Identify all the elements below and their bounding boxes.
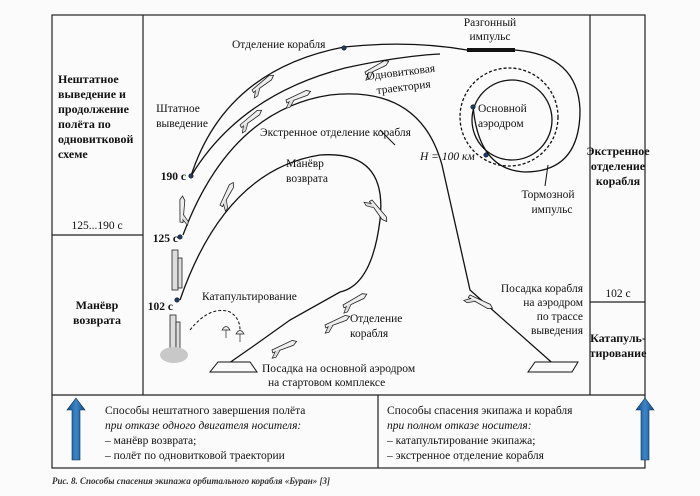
landing-main-label: Посадка на основной аэродром: [262, 363, 416, 375]
brake-impulse-label: импульс: [532, 204, 573, 216]
bottom-left-subtitle: при отказе одного двигателя носителя:: [105, 420, 301, 432]
t125-label: 125 с: [153, 233, 178, 245]
airfield-circle: [471, 79, 553, 161]
altitude-circle: [459, 67, 559, 167]
landing-route-label: по трассе: [537, 311, 583, 323]
trajectories: [179, 43, 581, 369]
right-top-line: корабля: [596, 174, 641, 188]
separation-low-label: корабля: [350, 328, 389, 340]
altitude-label: H = 100 км: [419, 151, 475, 163]
right-panel: Экстренное отделение корабля 102 с Катап…: [586, 144, 650, 360]
right-bottom-line: тирование: [590, 346, 647, 360]
landing-main-label: на стартовом комплексе: [268, 377, 385, 389]
left-top-line: Нештатное: [58, 72, 119, 86]
bottom-right-subtitle: при полном отказе носителя:: [387, 420, 532, 432]
left-panel: Нештатное выведение и продолжение полёта…: [58, 72, 133, 327]
left-top-time: 125...190 с: [71, 220, 122, 232]
up-arrow-icon: [635, 397, 655, 461]
left-top-line: схеме: [58, 147, 88, 161]
airfield-dot: [470, 104, 476, 110]
left-top-line: продолжение: [58, 102, 130, 116]
right-top-time: 102 с: [605, 288, 630, 300]
boost-impulse-label: Разгонный: [464, 17, 516, 29]
nominal-ascent-label: Штатное: [156, 103, 200, 115]
bottom-left-item: – полёт по одновитковой траектории: [104, 450, 285, 462]
left-top-line: полёта по: [58, 117, 111, 131]
ejection-arc: [189, 310, 241, 331]
t102-dot: [174, 297, 180, 303]
diagram-labels: Отделение корабля Разгонный импульс Одно…: [148, 17, 584, 389]
return-maneuver-trajectory: [179, 154, 382, 369]
separation-top-label: Отделение корабля: [232, 39, 326, 51]
landing-route-label: Посадка корабля: [501, 283, 584, 295]
brake-impulse-pointer: [544, 164, 549, 187]
separation-dot: [341, 45, 347, 51]
launch-smoke: [160, 347, 188, 363]
ejection-label: Катапультирование: [202, 291, 297, 303]
markers: [174, 45, 489, 303]
left-top-line: одновитковой: [58, 132, 133, 146]
single-orbit-label: траектория: [376, 78, 432, 97]
t190-dot: [188, 173, 194, 179]
emergency-separation-trajectory: [182, 93, 559, 369]
landing-route-label: на аэродром: [523, 297, 583, 309]
return-maneuver-label: Манёвр: [286, 158, 324, 170]
bottom-left-panel: Способы нештатного завершения полёта при…: [66, 397, 305, 462]
right-bottom-line: Катапуль-: [590, 331, 646, 345]
right-top-line: отделение: [591, 159, 646, 173]
left-top-line: выведение и: [58, 87, 126, 101]
right-top-line: Экстренное: [586, 144, 650, 158]
emergency-separation-label: Экстренное отделение корабля: [260, 127, 412, 139]
nominal-ascent-label: выведение: [156, 118, 208, 130]
bottom-right-title: Способы спасения экипажа и корабля: [387, 405, 573, 417]
brake-impulse-label: Тормозной: [521, 189, 574, 201]
rocket-icon: [160, 249, 188, 363]
t102-label: 102 с: [148, 301, 173, 313]
bottom-left-title: Способы нештатного завершения полёта: [105, 405, 305, 417]
up-arrow-icon: [66, 397, 86, 461]
single-orbit-trajectory: [190, 53, 441, 177]
return-maneuver-label: возврата: [286, 173, 328, 185]
orbit-loop: [472, 49, 581, 173]
boost-impulse-label: импульс: [470, 31, 511, 43]
separation-low-label: Отделение: [350, 313, 402, 325]
altitude-dot: [483, 152, 489, 158]
left-bottom-line: возврата: [73, 313, 121, 327]
parachute-icons: [221, 326, 245, 342]
t125-dot: [177, 234, 183, 240]
landing-route-label: выведения: [531, 325, 584, 337]
emergency-pointer: [379, 129, 396, 146]
main-airfield-label: Основной: [478, 103, 527, 115]
frame: [51, 14, 646, 469]
left-bottom-line: Манёвр: [76, 298, 119, 312]
figure-caption: Рис. 8. Способы спасения экипажа орбитал…: [52, 476, 330, 486]
bottom-right-panel: Способы спасения экипажа и корабля при п…: [386, 397, 655, 462]
t190-label: 190 с: [161, 171, 186, 183]
bottom-right-item: – катапультирование экипажа;: [386, 435, 535, 447]
runway-launch-complex: [208, 361, 258, 373]
runway-route: [527, 361, 579, 373]
main-airfield-label: аэродром: [478, 118, 524, 130]
bottom-right-item: – экстренное отделение корабля: [386, 450, 545, 462]
nominal-trajectory: [190, 43, 468, 177]
ship-icons: [175, 58, 494, 359]
bottom-left-item: – манёвр возврата;: [104, 435, 196, 447]
